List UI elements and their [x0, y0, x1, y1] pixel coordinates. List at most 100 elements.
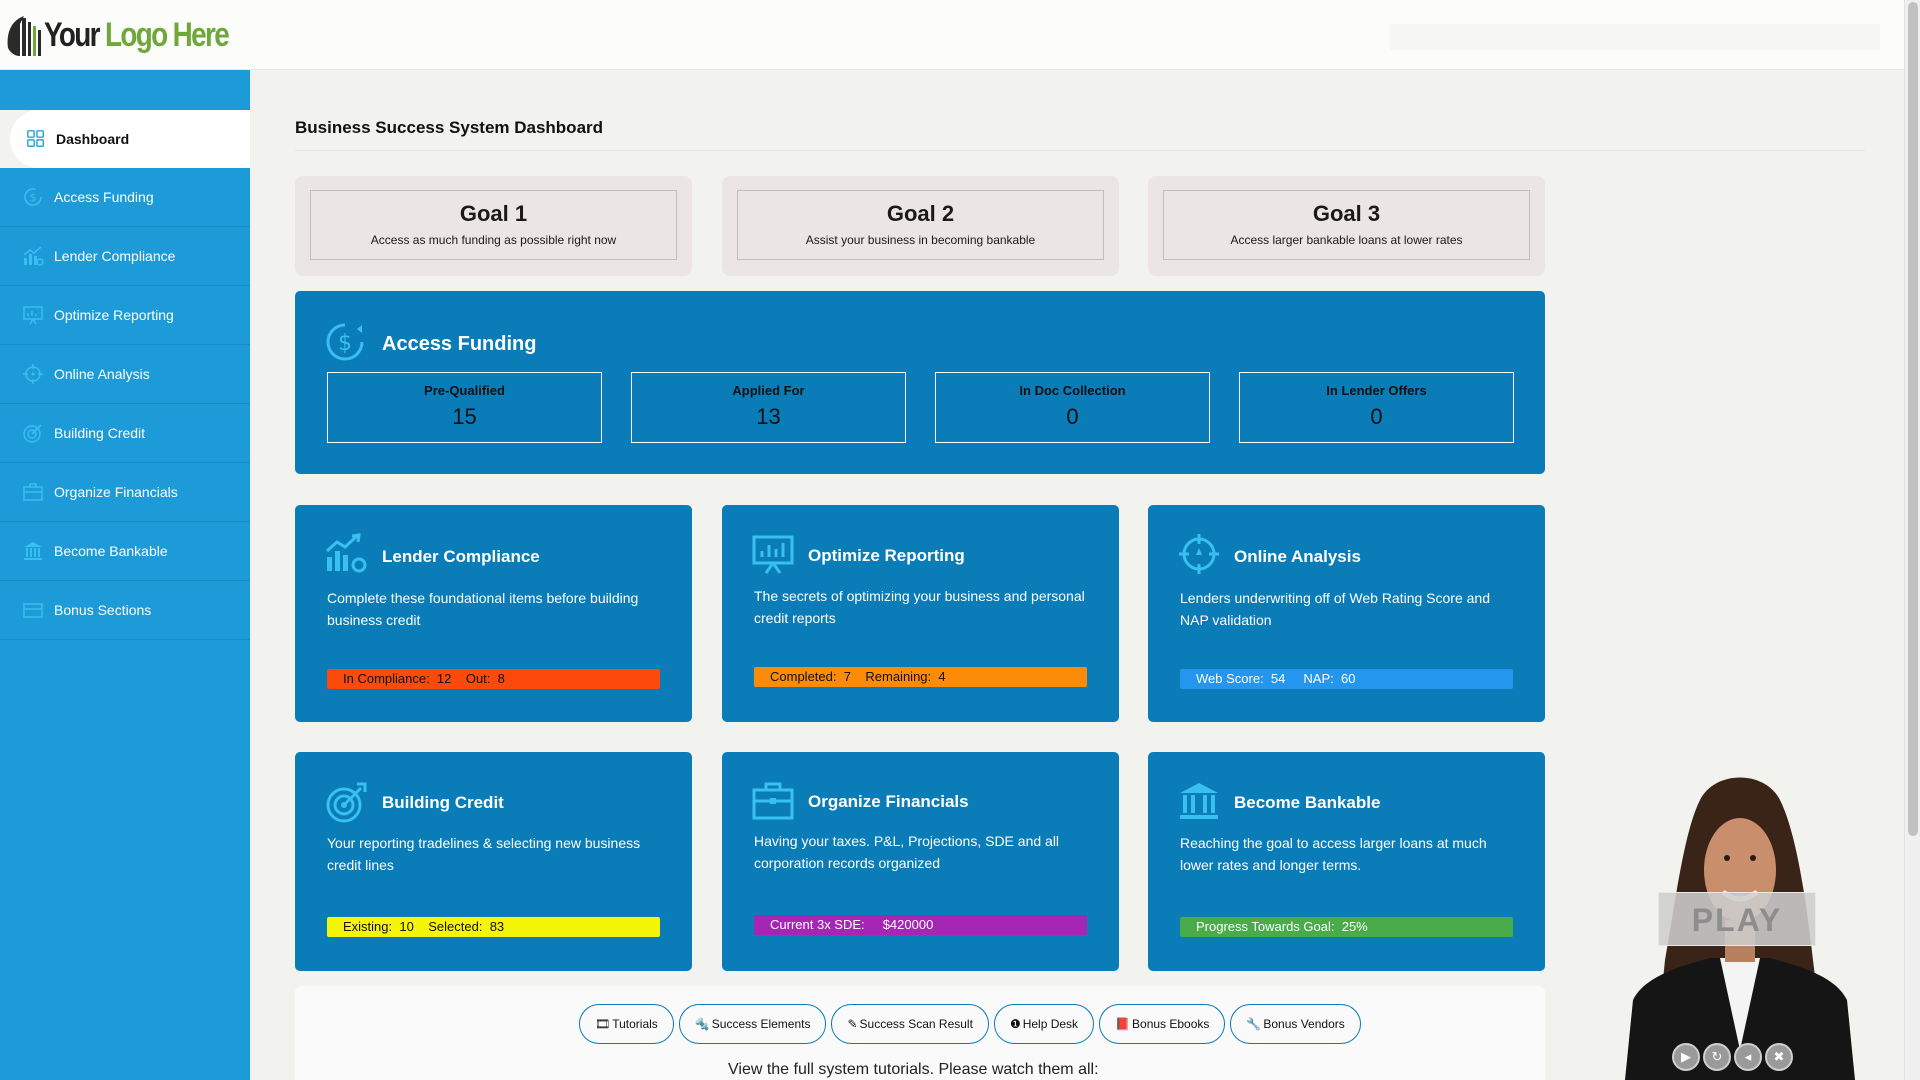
link-buttons: 🎞Tutorials 🔩Success Elements ✎ Success S… — [579, 1004, 1361, 1044]
goal-subtitle: Access larger bankable loans at lower ra… — [1230, 233, 1463, 247]
film-icon: 🎞 — [595, 1017, 611, 1031]
card-description: Reaching the goal to access larger loans… — [1180, 835, 1487, 873]
presentation-icon — [752, 535, 794, 574]
dashboard-grid-icon — [27, 130, 44, 147]
sidebar-item-label: Become Bankable — [54, 543, 168, 559]
optimize-reporting-card[interactable]: Optimize Reporting The secrets of optimi… — [722, 505, 1119, 722]
sidebar-item-online-analysis[interactable]: Online Analysis — [0, 345, 250, 404]
success-elements-button[interactable]: 🔩Success Elements — [678, 1004, 827, 1044]
stat-applied-for[interactable]: Applied For 13 — [631, 372, 906, 443]
sidebar-item-label: Organize Financials — [54, 484, 178, 500]
video-controls: ▶ ↻ ◂ ✖ — [1672, 1043, 1793, 1071]
stat-value: 0 — [1370, 404, 1383, 429]
organize-financials-card[interactable]: Organize Financials Having your taxes. P… — [722, 752, 1119, 971]
access-funding-card[interactable]: $ Access Funding — [295, 291, 1545, 474]
briefcase-icon — [752, 782, 794, 820]
presentation-icon — [23, 306, 43, 325]
play-icon[interactable]: ▶ — [1672, 1043, 1700, 1071]
wrench-icon: 🔧 — [1246, 1017, 1262, 1031]
dollar-refresh-icon: $ — [24, 188, 42, 206]
video-play-overlay[interactable]: PLAY — [1658, 892, 1816, 946]
card-title: Lender Compliance — [382, 547, 540, 566]
mute-icon[interactable]: ◂ — [1734, 1043, 1762, 1071]
reporting-status-bar: Completed: 7 Remaining: 4 — [754, 667, 1087, 687]
card-description: Your reporting tradelines & selecting ne… — [327, 835, 641, 873]
stat-value: 15 — [452, 404, 477, 429]
goal-subtitle: Assist your business in becoming bankabl… — [805, 233, 1036, 247]
top-header: Your Logo Here — [0, 0, 1904, 70]
card-title: Become Bankable — [1234, 793, 1381, 812]
sidebar-item-organize-financials[interactable]: Organize Financials — [0, 463, 250, 522]
stat-label: In Lender Offers — [1326, 383, 1427, 398]
sidebar-item-access-funding[interactable]: $ Access Funding — [0, 168, 250, 227]
sidebar-item-bonus-sections[interactable]: Bonus Sections — [0, 581, 250, 640]
become-bankable-card[interactable]: Become Bankable Reaching the goal to acc… — [1148, 752, 1545, 971]
card-title: Organize Financials — [808, 792, 969, 811]
sidebar-item-become-bankable[interactable]: Become Bankable — [0, 522, 250, 581]
bank-icon — [24, 542, 42, 560]
logo-building-icon — [7, 16, 41, 56]
sidebar-item-label: Building Credit — [54, 425, 146, 441]
bonus-vendors-button[interactable]: 🔧Bonus Vendors — [1230, 1004, 1361, 1044]
stat-label: In Doc Collection — [1019, 383, 1126, 398]
bank-icon — [1180, 783, 1218, 819]
goal-card-2: Goal 2 Assist your business in becoming b… — [722, 176, 1119, 276]
close-icon[interactable]: ✖ — [1765, 1043, 1793, 1071]
svg-text:$: $ — [338, 331, 352, 356]
stat-value: 0 — [1066, 404, 1079, 429]
target-icon — [23, 424, 42, 443]
sidebar-item-lender-compliance[interactable]: Lender Compliance — [0, 227, 250, 286]
book-icon: 📕 — [1115, 1017, 1131, 1031]
dollar-refresh-icon: $ — [326, 323, 364, 361]
card-description: Complete these foundational items before… — [327, 590, 639, 628]
title-divider — [295, 150, 1865, 151]
card-description: Having your taxes. P&L, Projections, SDE… — [754, 833, 1060, 871]
crosshair-icon — [23, 364, 43, 384]
tutorials-instruction: View the full system tutorials. Please w… — [728, 1061, 1099, 1078]
web-score-bar: Web Score: 54 NAP: 60 — [1180, 669, 1513, 689]
goal-title: Goal 3 — [1312, 201, 1381, 226]
tutorials-button[interactable]: 🎞Tutorials — [579, 1004, 674, 1044]
box-icon — [23, 603, 43, 618]
stat-label: Applied For — [732, 383, 805, 398]
sidebar-item-label: Online Analysis — [54, 366, 150, 382]
scrollbar-thumb[interactable] — [1908, 2, 1918, 836]
bonus-ebooks-button[interactable]: 📕Bonus Ebooks — [1099, 1004, 1226, 1044]
stat-pre-qualified[interactable]: Pre-Qualified 15 — [327, 372, 602, 443]
stat-value: 13 — [756, 404, 781, 429]
puzzle-icon: 🔩 — [694, 1017, 710, 1031]
logo-text: Your Logo Here — [44, 15, 230, 54]
chart-gear-icon — [325, 533, 367, 573]
logo[interactable]: Your Logo Here — [4, 12, 269, 58]
sidebar: Dashboard $ Access Funding Lender Compli… — [0, 70, 250, 1080]
goal-card-3: Goal 3 Access larger bankable loans at lo… — [1148, 176, 1545, 276]
goal-title: Goal 2 — [886, 201, 955, 226]
sidebar-item-building-credit[interactable]: Building Credit — [0, 404, 250, 463]
success-scan-result-button[interactable]: ✎ Success Scan Result — [831, 1004, 989, 1044]
sidebar-item-dashboard[interactable]: Dashboard — [10, 110, 250, 168]
crosshair-icon — [1179, 534, 1219, 574]
online-analysis-card[interactable]: Online Analysis Lenders underwriting off… — [1148, 505, 1545, 722]
sidebar-item-label: Access Funding — [54, 189, 154, 205]
card-title: Building Credit — [382, 793, 504, 812]
pencil-icon: ✎ — [847, 1017, 858, 1031]
sidebar-item-label: Bonus Sections — [54, 602, 152, 618]
lender-compliance-card[interactable]: Lender Compliance Complete these foundat… — [295, 505, 692, 722]
sidebar-item-optimize-reporting[interactable]: Optimize Reporting — [0, 286, 250, 345]
replay-icon[interactable]: ↻ — [1703, 1043, 1731, 1071]
briefcase-icon — [23, 483, 43, 501]
sidebar-item-label: Dashboard — [56, 131, 130, 147]
target-icon — [326, 782, 367, 823]
stat-in-lender-offers[interactable]: In Lender Offers 0 — [1239, 372, 1514, 443]
stat-label: Pre-Qualified — [424, 383, 505, 398]
card-description: Lenders underwriting off of Web Rating S… — [1180, 590, 1491, 628]
building-credit-card[interactable]: Building Credit Your reporting tradeline… — [295, 752, 692, 971]
info-icon: ❶ — [1009, 1017, 1021, 1031]
page-scrollbar[interactable] — [1904, 0, 1920, 1080]
svg-text:$: $ — [30, 191, 37, 204]
goal-subtitle: Access as much funding as possible right… — [370, 233, 617, 247]
sidebar-item-label: Optimize Reporting — [54, 307, 174, 323]
stat-in-doc-collection[interactable]: In Doc Collection 0 — [935, 372, 1210, 443]
